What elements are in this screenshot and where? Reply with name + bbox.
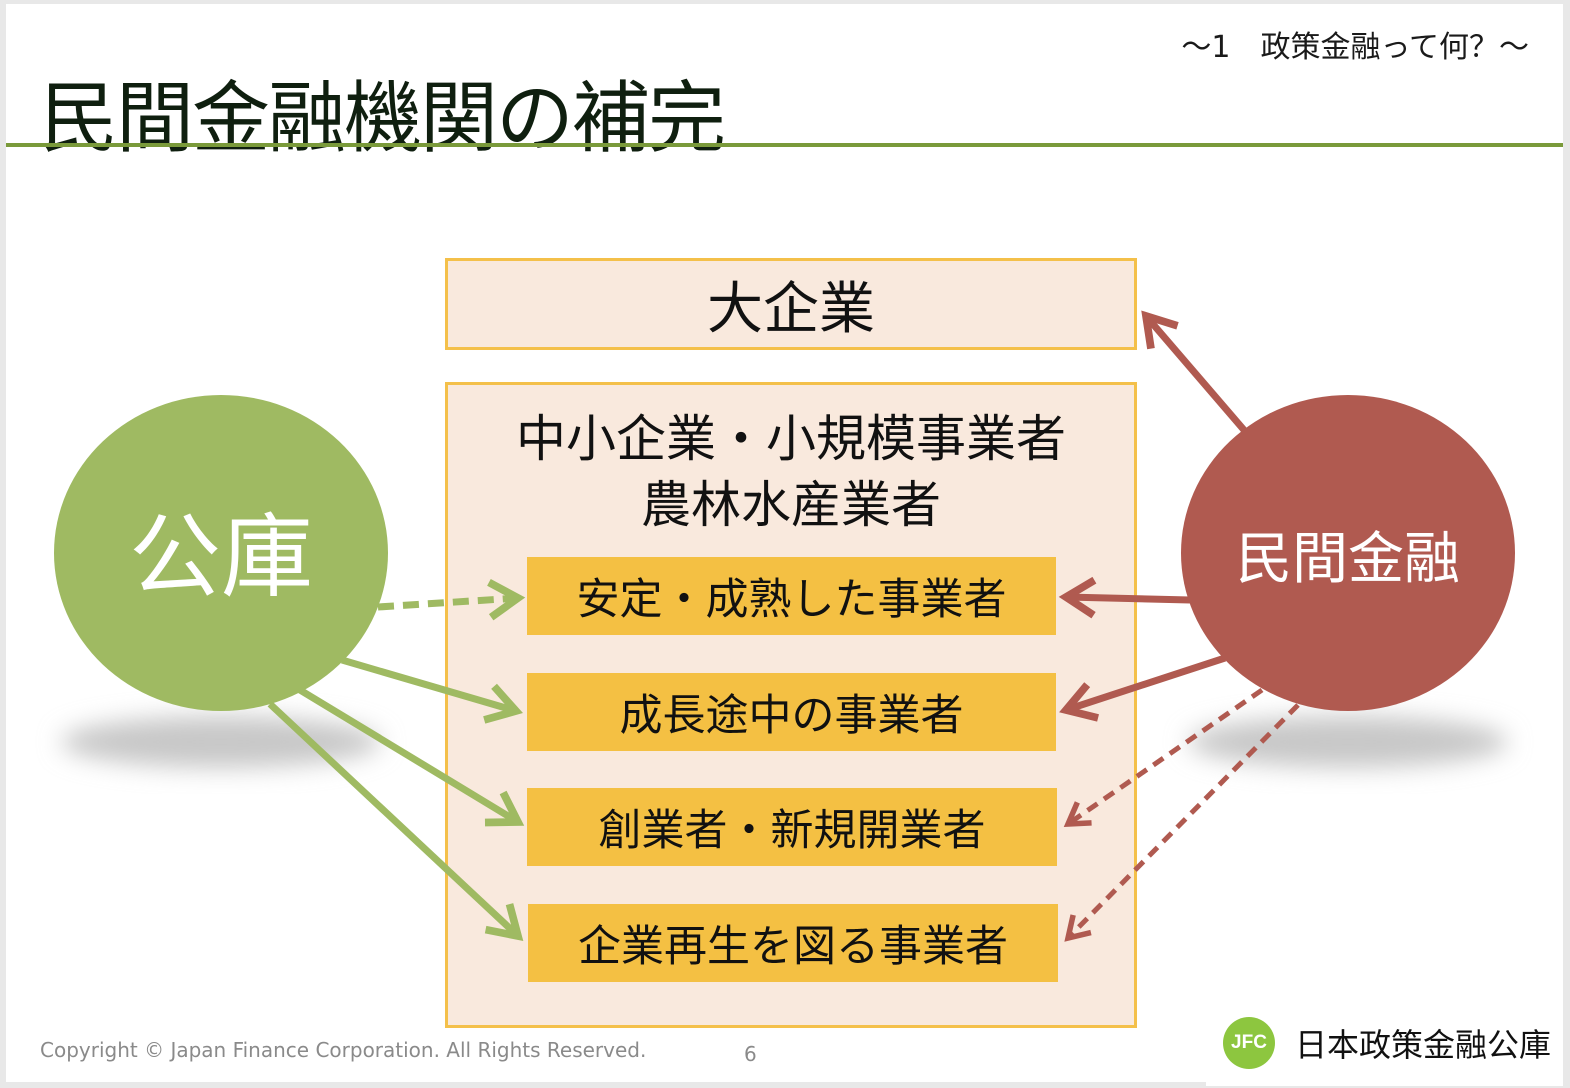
large-enterprise-box: 大企業 bbox=[445, 258, 1137, 350]
sme-heading-line2: 農林水産業者 bbox=[641, 476, 941, 534]
sme-heading-line1: 中小企業・小規模事業者 bbox=[516, 410, 1066, 468]
arrow-private-startup bbox=[1063, 687, 1264, 827]
page-title: 民間金融機関の補完 bbox=[40, 74, 726, 164]
left-node-label: 公庫 bbox=[128, 503, 313, 611]
large-enterprise-label: 大企業 bbox=[707, 276, 875, 342]
arrow-public-stable bbox=[377, 578, 526, 621]
diagram-arrows bbox=[54, 310, 1515, 942]
category-stable: 安定・成熟した事業者 bbox=[527, 557, 1056, 635]
copyright: Copyright © Japan Finance Corporation. A… bbox=[40, 1038, 647, 1062]
section-label: ～1 政策金融って何？～ bbox=[1181, 30, 1529, 65]
left-node-circle bbox=[54, 395, 388, 711]
jfc-logo-mark-icon: JFC bbox=[1223, 1017, 1275, 1069]
arrow-private-growing bbox=[1059, 654, 1227, 722]
arrow-public-growing bbox=[341, 656, 523, 724]
jfc-logo-text: 日本政策金融公庫 bbox=[1295, 1026, 1552, 1064]
arrow-private-revitalization bbox=[1064, 703, 1300, 942]
right-node-circle bbox=[1181, 395, 1515, 711]
title-divider bbox=[6, 143, 1563, 147]
slide: 民間金融機関の補完 ～1 政策金融って何？～ 大企業 中小企業・小規模事業者 農… bbox=[6, 4, 1563, 1086]
arrow-public-revitalization bbox=[267, 701, 524, 941]
category-startup: 創業者・新規開業者 bbox=[527, 788, 1057, 866]
arrow-public-startup bbox=[298, 687, 525, 827]
category-revitalization: 企業再生を図る事業者 bbox=[528, 904, 1058, 982]
jfc-logo: JFC 日本政策金融公庫 bbox=[1206, 1000, 1563, 1086]
category-growing: 成長途中の事業者 bbox=[527, 673, 1056, 751]
arrow-private-large bbox=[1141, 310, 1247, 433]
right-node-shadow bbox=[1188, 716, 1508, 768]
page-number: 6 bbox=[744, 1042, 757, 1066]
right-node-label: 民間金融 bbox=[1236, 526, 1460, 592]
arrow-private-stable bbox=[1058, 576, 1191, 619]
